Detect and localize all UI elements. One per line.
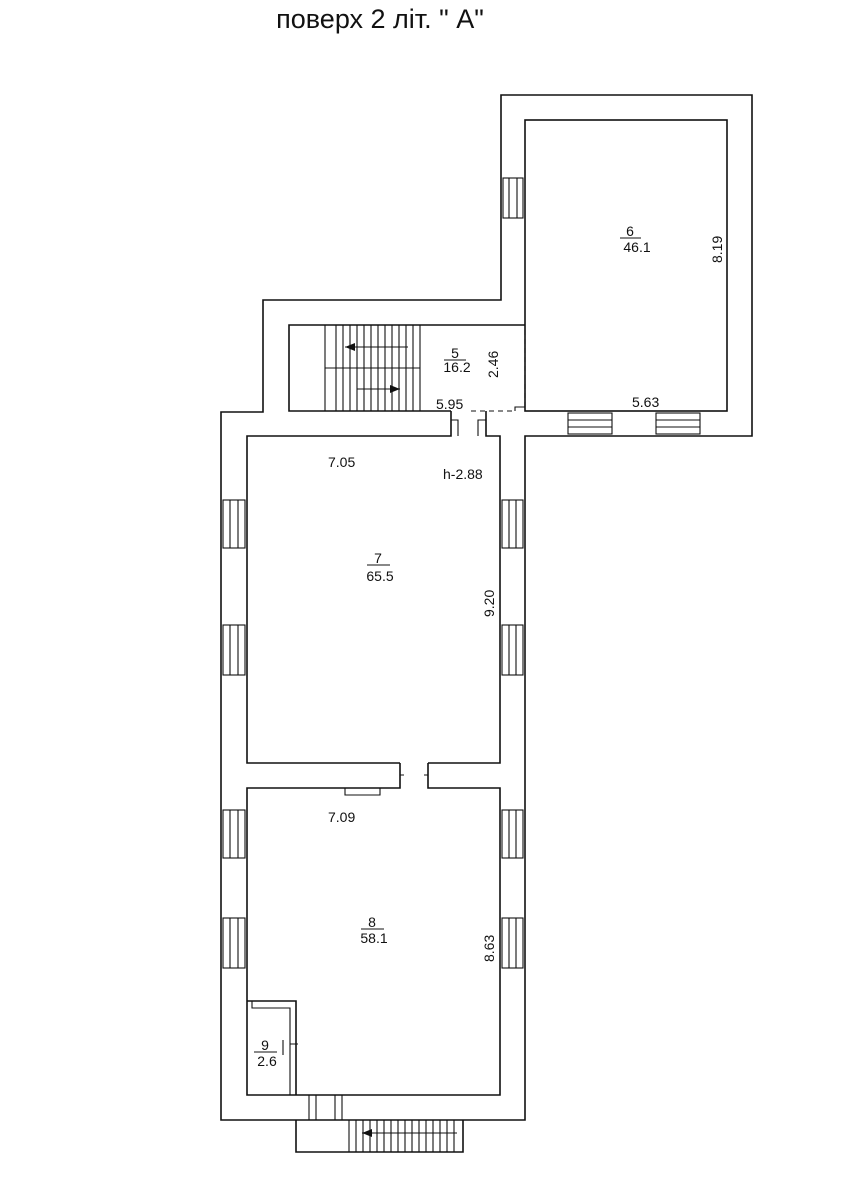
room-5-label: 5 16.2 — [443, 345, 470, 375]
dim-room8-top: 7.09 — [328, 809, 355, 825]
room-6-number: 6 — [626, 223, 634, 239]
room-9-outline — [247, 1000, 297, 1095]
dim-corridor: 5.95 — [436, 396, 463, 412]
dim-room6-height: 8.19 — [709, 236, 725, 263]
room-5-outline — [288, 324, 525, 412]
room-9-number: 9 — [261, 1037, 269, 1053]
entry-door — [308, 1095, 343, 1120]
entry-porch — [295, 1120, 464, 1153]
dim-room6-width: 5.63 — [632, 394, 659, 410]
room-8-area: 58.1 — [360, 930, 387, 946]
room-9-label: 9 2.6 — [254, 1037, 277, 1069]
room-7-label: 7 65.5 — [366, 550, 393, 584]
stairs-lower — [348, 1120, 457, 1152]
outer-walls — [220, 94, 753, 1121]
room-5-number: 5 — [451, 345, 459, 361]
room-8-label: 8 58.1 — [360, 914, 387, 946]
ceiling-height: h-2.88 — [443, 466, 483, 482]
corridor-jamb — [514, 406, 525, 411]
room-9-area: 2.6 — [257, 1053, 277, 1069]
room-5-area: 16.2 — [443, 359, 470, 375]
windows — [222, 177, 701, 969]
room-8-number: 8 — [368, 914, 376, 930]
dim-room7-right: 9.20 — [481, 590, 497, 617]
dim-room7-top: 7.05 — [328, 454, 355, 470]
room-7-area: 65.5 — [366, 568, 393, 584]
dim-room5-width: 2.46 — [485, 351, 501, 378]
room-6-label: 6 46.1 — [620, 223, 651, 255]
room-7-number: 7 — [374, 550, 382, 566]
room-6-outline — [524, 119, 728, 412]
dim-room8-right: 8.63 — [481, 935, 497, 962]
room-7-outline — [246, 411, 452, 764]
floor-title: поверх 2 літ. " А" — [276, 4, 484, 34]
stairs-upper — [324, 325, 421, 411]
room-8-outline — [246, 763, 501, 1096]
room-6-area: 46.1 — [623, 239, 650, 255]
